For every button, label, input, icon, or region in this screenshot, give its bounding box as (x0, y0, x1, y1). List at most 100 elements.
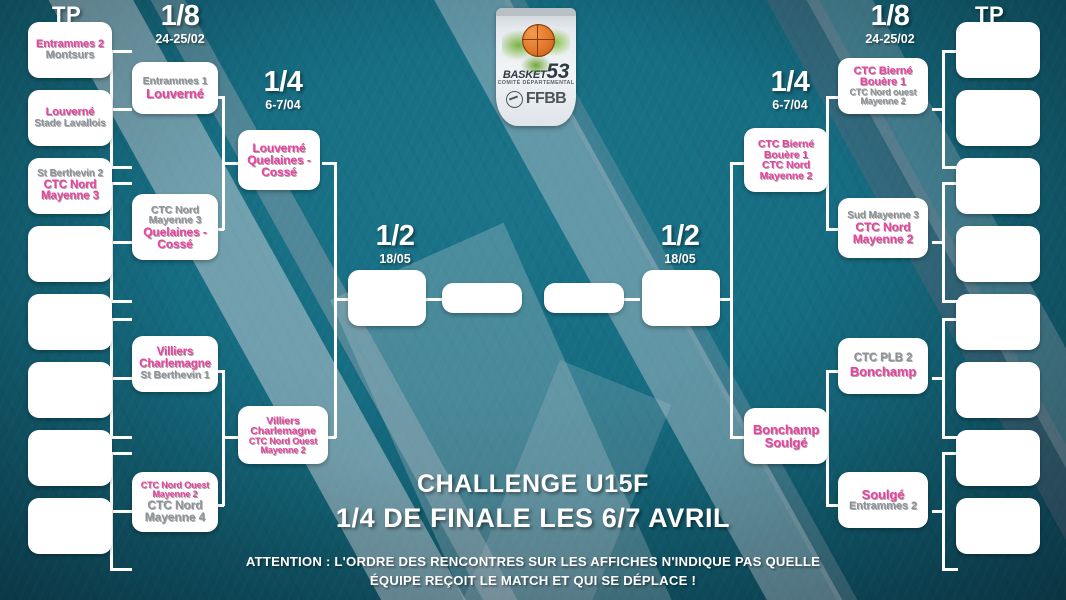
header-right-quarter: 1/4 6-7/04 (740, 68, 840, 112)
team-name-bottom: St Berthevin 1 (140, 369, 210, 382)
match-box-tp-right-1[interactable] (956, 22, 1040, 78)
bracket-line (932, 108, 944, 111)
bracket-line (730, 162, 744, 165)
match-box-tp-left-4[interactable] (28, 226, 112, 282)
bracket-line (110, 510, 132, 513)
team-name-bottom: Entrammes 2 (849, 500, 917, 513)
bracket-line (110, 50, 132, 53)
match-box-tp-right-5[interactable] (956, 294, 1040, 350)
match-box-tp-left-7[interactable] (28, 430, 112, 486)
bracket-line (826, 504, 838, 507)
bracket-line (222, 436, 240, 439)
team-name-bottom: CTC Nord Mayenne 4 (144, 498, 206, 524)
match-box-tp-right-7[interactable] (956, 430, 1040, 486)
match-box-tp-left-8[interactable] (28, 498, 112, 554)
header-left-eighth-round: 1/8 (160, 0, 200, 32)
bracket-line (334, 298, 337, 438)
match-box-left-quarter-1[interactable]: Louverné Quelaines - Cossé (238, 130, 320, 190)
bracket-line (110, 300, 132, 303)
match-box-right-semi[interactable] (642, 270, 720, 326)
bracket-line (942, 436, 958, 439)
basket53-logo: BASKET53 COMITÉ DÉPARTEMENTAL FFBB (496, 8, 576, 126)
logo-wordmark: BASKET53 (500, 60, 572, 84)
match-box-right-eighth-3[interactable]: CTC PLB 2 Bonchamp (838, 338, 928, 394)
bracket-line (222, 162, 240, 165)
bracket-line (730, 298, 733, 438)
match-box-left-semi[interactable] (348, 270, 426, 326)
header-right-semi: 1/2 18/05 (630, 222, 730, 266)
match-box-tp-left-2[interactable]: Louverné Stade Lavallois (28, 90, 112, 146)
match-box-left-eighth-3[interactable]: Villiers Charlemagne St Berthevin 1 (132, 336, 218, 392)
team-name-bottom: Montsurs (45, 49, 95, 61)
match-box-left-quarter-2[interactable]: Villiers Charlemagne CTC Nord Ouest Maye… (238, 406, 328, 464)
bracket-line (424, 298, 446, 301)
bracket-line (110, 436, 132, 439)
header-left-semi-date: 18/05 (379, 252, 411, 266)
bracket-line (110, 452, 132, 455)
match-box-left-eighth-4[interactable]: CTC Nord Ouest Mayenne 2 CTC Nord Mayenn… (132, 472, 218, 532)
match-box-final-right[interactable] (544, 283, 624, 313)
header-left-semi: 1/2 18/05 (345, 222, 445, 266)
team-name-top: CTC PLB 2 (853, 352, 913, 365)
match-box-tp-left-1[interactable]: Entrammes 2 Montsurs (28, 22, 112, 78)
team-name-bottom: CTC Nord Mayenne 2 (759, 159, 813, 182)
header-left-semi-round: 1/2 (375, 220, 415, 252)
basketball-icon (522, 24, 555, 57)
team-name-top: Entrammes 1 (142, 74, 208, 87)
match-box-tp-left-3[interactable]: St Berthevin 2 CTC Nord Mayenne 3 (28, 158, 112, 214)
match-box-left-eighth-1[interactable]: Entrammes 1 Louverné (132, 62, 218, 114)
match-box-right-eighth-2[interactable]: Sud Mayenne 3 CTC Nord Mayenne 2 (838, 198, 928, 258)
bracket-line (110, 166, 132, 169)
team-name-top: Sud Mayenne 3 (847, 209, 919, 221)
ffbb-ball-icon (505, 90, 523, 108)
team-name-top: St Berthevin 2 (37, 168, 103, 180)
bracket-line (942, 50, 958, 53)
bracket-line (942, 318, 958, 321)
team-name-top: Villiers Charlemagne (250, 414, 316, 437)
header-right-eighth-date: 24-25/02 (865, 32, 915, 46)
match-box-tp-right-6[interactable] (956, 362, 1040, 418)
bracket-line (110, 568, 132, 571)
match-box-final-left[interactable] (442, 283, 522, 313)
team-name-bottom: CTC Nord Mayenne 2 (852, 220, 914, 247)
header-left-quarter-round: 1/4 (263, 66, 303, 98)
bracket-line (730, 162, 733, 300)
match-box-tp-right-3[interactable] (956, 158, 1040, 214)
match-box-tp-left-6[interactable] (28, 362, 112, 418)
team-name-bottom: CTC Nord ouest Mayenne 2 (849, 87, 917, 106)
match-box-right-quarter-2[interactable]: Bonchamp Soulgé (744, 408, 828, 464)
team-name-bottom: CTC Nord Ouest Mayenne 2 (248, 435, 318, 455)
team-name-bottom: Quelaines - Cossé (247, 153, 311, 180)
match-box-right-quarter-1[interactable]: CTC Bierné Bouère 1 CTC Nord Mayenne 2 (744, 128, 828, 192)
team-name-top: Villiers Charlemagne (139, 346, 211, 370)
bracket-line (214, 228, 224, 231)
match-box-tp-right-4[interactable] (956, 226, 1040, 282)
header-right-quarter-date: 6-7/04 (772, 98, 808, 112)
match-box-tp-right-8[interactable] (956, 498, 1040, 554)
match-box-tp-right-2[interactable] (956, 90, 1040, 146)
header-left-quarter-date: 6-7/04 (265, 98, 301, 112)
team-name-bottom: Stade Lavallois (34, 117, 106, 129)
match-box-right-eighth-4[interactable]: Soulgé Entrammes 2 (838, 472, 928, 528)
bracket-line (334, 298, 354, 301)
match-box-right-eighth-1[interactable]: CTC Bierné Bouère 1 CTC Nord ouest Mayen… (838, 58, 928, 114)
ffbb-text: FFBB (525, 90, 567, 107)
ffbb-logo: FFBB (496, 90, 576, 108)
bracket-line (932, 510, 944, 513)
match-box-tp-left-5[interactable] (28, 294, 112, 350)
bracket-line (932, 241, 944, 244)
match-box-left-eighth-2[interactable]: CTC Nord Mayenne 3 Quelaines - Cossé (132, 194, 218, 260)
team-name-bottom: Louverné (146, 85, 204, 101)
bracket-line (730, 436, 744, 439)
team-name-top: Bonchamp (752, 421, 820, 437)
logo-word-basket: BASKET (502, 69, 547, 81)
team-name-top: CTC Bierné Bouère 1 (853, 65, 913, 88)
bracket-line (826, 96, 838, 99)
bracket-line (942, 300, 958, 303)
bracket-line (110, 241, 132, 244)
bracket-line (214, 370, 224, 373)
bracket-line (710, 298, 732, 301)
header-right-eighth-round: 1/8 (870, 0, 910, 32)
bracket-line (214, 96, 224, 99)
logo-subtitle: COMITÉ DÉPARTEMENTAL (497, 80, 575, 86)
